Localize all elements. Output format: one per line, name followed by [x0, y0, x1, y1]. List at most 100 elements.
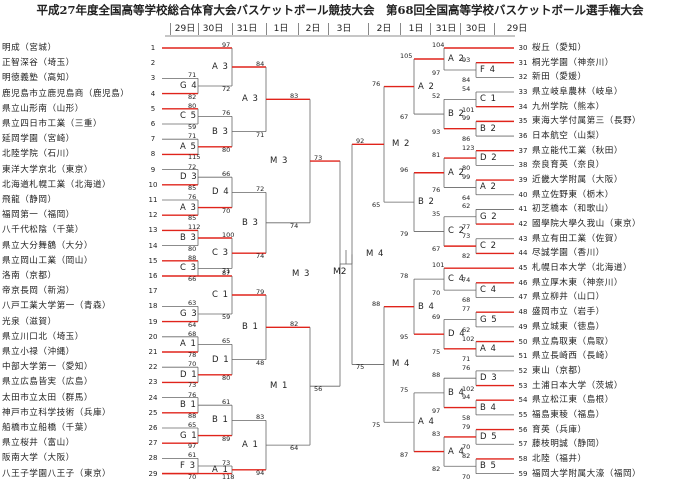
team-name-right: 福島東稜（福島）: [532, 409, 605, 420]
team-name-right: 育英（兵庫）: [532, 424, 587, 435]
score: 76: [188, 390, 197, 399]
team-name-left: 県立岡山工業（岡山）: [2, 255, 93, 266]
game-label: B 2: [418, 197, 435, 208]
team-name-right: 県立長崎西（長崎）: [532, 351, 614, 362]
date-cell: 2日: [368, 23, 399, 35]
score: 79: [462, 422, 471, 431]
score: 65: [222, 337, 231, 346]
score: 86: [462, 135, 471, 144]
score: 87: [400, 450, 409, 459]
seed-number-right: 59: [518, 469, 528, 478]
game-label: C 2: [448, 226, 466, 237]
score: 123: [462, 143, 475, 152]
seed-number-left: 2: [150, 59, 156, 68]
score: 82: [290, 320, 299, 329]
team-name-left: 神戸市立科学技術（兵庫）: [2, 407, 112, 418]
score: 70: [188, 360, 197, 369]
score: 81: [432, 151, 441, 160]
score: 88: [188, 411, 197, 420]
game-label: G 2: [480, 211, 498, 222]
score: 70: [432, 289, 441, 298]
seed-number-right: 53: [518, 381, 528, 390]
team-name-left: 正智深谷（埼玉）: [2, 58, 75, 69]
game-label: A 5: [180, 141, 197, 152]
team-name-left: 福岡第一（福岡）: [2, 210, 75, 221]
seed-number-right: 46: [518, 278, 528, 287]
score: 75: [372, 421, 381, 430]
score: 83: [256, 413, 265, 422]
score: 56: [314, 385, 323, 394]
team-name-right: 東山（京都）: [532, 365, 587, 376]
score: 71: [462, 355, 471, 364]
team-name-left: 光泉（滋賀）: [2, 316, 57, 327]
score: 89: [222, 434, 231, 443]
team-name-left: 県立川口北（埼玉）: [2, 331, 84, 342]
score: 71: [188, 71, 197, 80]
date-cell: 2日: [298, 23, 327, 35]
game-label: A 1: [242, 440, 259, 451]
game-label: G 4: [180, 81, 198, 91]
team-name-right: 県立厚木東（神奈川）: [532, 277, 623, 288]
score: 76: [462, 363, 471, 372]
game-label: D 5: [480, 431, 498, 442]
team-name-right: 福岡大学附属大濠（福岡）: [532, 468, 642, 479]
seed-number-left: 26: [148, 424, 158, 432]
seed-number-right: 34: [518, 102, 528, 111]
score: 62: [462, 325, 471, 334]
seed-number-right: 52: [518, 366, 528, 375]
team-name-left: 東洋大学京北（東京）: [2, 164, 93, 175]
team-name-left: 洛南（京都）: [2, 271, 57, 281]
team-name-left: 北陸学院（石川）: [2, 149, 75, 160]
score: 52: [432, 92, 441, 101]
seed-number-right: 49: [518, 322, 528, 331]
score: 76: [188, 193, 197, 201]
score: 84: [256, 60, 265, 68]
score: 75: [356, 363, 365, 372]
seed-number-right: 31: [518, 58, 528, 67]
game-label: G 3: [180, 309, 198, 319]
team-name-left: 県立山形南（山形）: [2, 103, 84, 114]
score: 66: [222, 170, 231, 179]
score: 59: [222, 313, 231, 321]
team-name-right: 奈良育英（奈良）: [532, 160, 605, 171]
game-label: B 1: [242, 322, 259, 333]
seed-number-right: 54: [518, 396, 528, 405]
seed-number-left: 15: [148, 256, 158, 265]
game-label: C 4: [448, 274, 466, 285]
seed-number-left: 20: [148, 332, 158, 341]
team-name-left: 県立小禄（沖縄）: [2, 347, 75, 357]
seed-number-left: 10: [148, 180, 158, 189]
score: 80: [462, 164, 471, 173]
score: 58: [462, 413, 471, 422]
score: 74: [290, 221, 299, 230]
game-label: A 1: [180, 339, 197, 350]
score: 70: [462, 472, 471, 481]
team-name-right: 県立柳井（山口）: [532, 292, 605, 303]
team-name-left: 延岡学園（宮崎）: [2, 134, 75, 145]
score: 82: [432, 465, 441, 474]
score: 68: [188, 329, 197, 338]
game-label: A 2: [448, 54, 465, 64]
score: 54: [462, 85, 471, 94]
score: 80: [222, 145, 231, 154]
score: 77: [462, 223, 471, 232]
seed-number-left: 1: [150, 44, 156, 52]
game-label: D 1: [212, 354, 230, 365]
score: 83: [290, 92, 299, 101]
game-label: B 4: [418, 301, 435, 312]
game-label: M 3: [292, 268, 311, 279]
game-label: D 4: [448, 329, 466, 340]
score: 48: [256, 358, 265, 367]
score: 76: [372, 79, 381, 88]
game-label: C 3: [212, 248, 230, 259]
team-name-right: 県立松江東（島根）: [532, 395, 614, 406]
team-name-right: 札幌日本大学（北海道）: [532, 263, 633, 274]
score: 88: [188, 253, 197, 262]
score: 71: [188, 132, 197, 141]
seed-number-right: 43: [518, 234, 528, 243]
score: 84: [462, 76, 471, 85]
team-name-right: 県立城東（徳島）: [532, 321, 605, 332]
date-cell: 1日: [266, 23, 295, 35]
seed-number-right: 58: [518, 454, 528, 463]
